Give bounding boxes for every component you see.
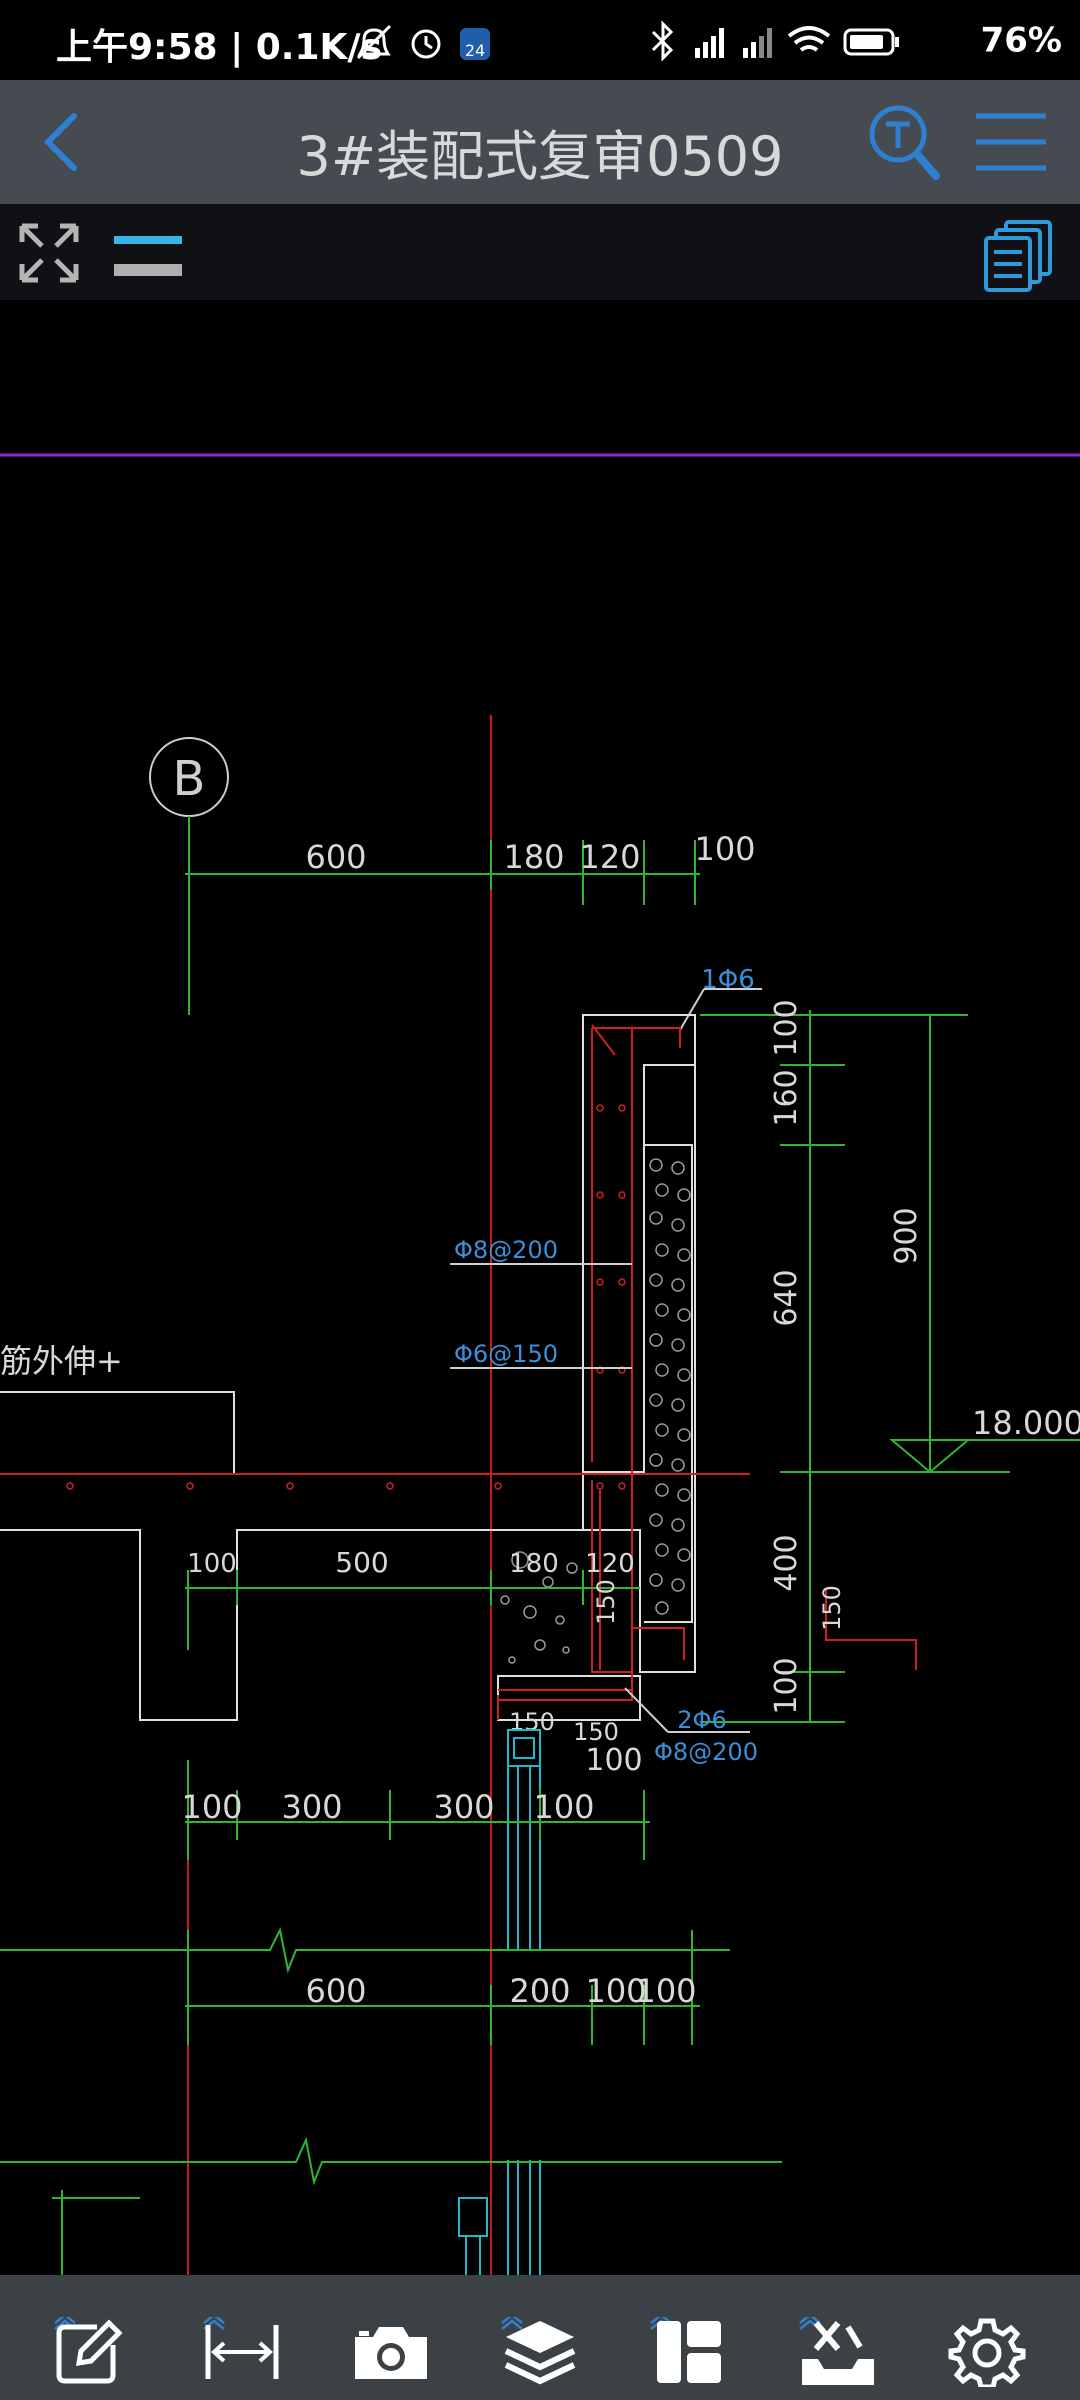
battery-percent: 76%	[980, 20, 1062, 61]
back-arrow-icon	[43, 113, 77, 171]
wifi-icon	[787, 26, 831, 52]
status-notification-icons: 24	[356, 24, 490, 60]
cad-drawing-canvas[interactable]: B 600 180 120 100 1Φ6	[0, 300, 1080, 2275]
dim-right-160: 160	[769, 1069, 804, 1126]
measure-button[interactable]	[167, 2275, 317, 2400]
note-text: 筋外伸+	[0, 1342, 123, 1380]
settings-button[interactable]	[912, 2275, 1062, 2400]
annotate-icon	[56, 2319, 123, 2384]
expand-arrows-icon	[19, 223, 79, 283]
layout-list-button[interactable]	[984, 218, 1054, 292]
mid-dimension-lines	[185, 1570, 640, 1650]
status-system-icons	[651, 20, 899, 62]
dim-small-100: 100	[585, 1743, 642, 1778]
dim-small-150-vert: 150	[818, 1585, 846, 1631]
level-marker	[889, 1439, 1080, 1474]
alarm-icon	[411, 29, 441, 59]
toolbar	[0, 204, 1080, 300]
text-search-icon	[869, 105, 940, 180]
status-right: 76%	[649, 20, 1062, 64]
page-title: 3#装配式复审0509	[296, 125, 784, 188]
dim-top-120: 120	[579, 838, 640, 876]
lower-lines	[52, 2190, 140, 2275]
dim-top-180: 180	[503, 838, 564, 876]
leader-line	[624, 1687, 669, 1733]
line-weight-toggle[interactable]	[110, 224, 186, 284]
insulation-hatch	[649, 1158, 691, 1615]
rebar-label-1phi6: 1Φ6	[701, 965, 755, 995]
dim-mid-120: 120	[585, 1549, 635, 1579]
layers-icon	[504, 2321, 576, 2385]
status-time-speed: 上午9:58 | 0.1K/s	[56, 27, 383, 68]
dim-mid-500: 500	[335, 1546, 388, 1579]
right-dimension-lines	[700, 1010, 1010, 1723]
status-bar: 上午9:58 | 0.1K/s 24	[0, 0, 1080, 80]
chevron-up-icon	[501, 2317, 523, 2330]
rebar-lines	[0, 1024, 917, 1720]
document-list-icon	[984, 220, 1052, 292]
top-dimension-lines	[185, 840, 700, 905]
hamburger-menu-icon	[976, 113, 1046, 171]
dim-row3-200: 200	[509, 1972, 570, 2010]
fit-screen-button[interactable]	[14, 218, 84, 288]
dim-row2-100a: 100	[181, 1788, 242, 1826]
dim-right-900: 900	[889, 1207, 924, 1264]
leader-line	[679, 988, 705, 1031]
camera-icon	[355, 2327, 427, 2379]
layout-button[interactable]	[614, 2275, 764, 2400]
layers-button[interactable]	[465, 2275, 615, 2400]
dim-mid-150: 150	[592, 1579, 620, 1625]
dim-right-400: 400	[769, 1534, 804, 1591]
dim-mid-180: 180	[509, 1549, 559, 1579]
calendar-icon: 24	[460, 28, 490, 60]
dim-row2-300b: 300	[433, 1788, 494, 1826]
measure-icon	[205, 2325, 279, 2379]
precast-column	[458, 1729, 541, 2275]
dim-top-100: 100	[694, 830, 755, 868]
wall-outline	[0, 1014, 696, 1721]
toolbox-icon	[802, 2321, 874, 2385]
rebar-label-2phi6: 2Φ6	[677, 1706, 726, 1734]
break-line	[0, 1926, 730, 1974]
back-button[interactable]	[28, 102, 108, 182]
bottom-toolbar	[0, 2275, 1080, 2400]
dim-small-150a: 150	[509, 1708, 555, 1736]
dim-row2-100b: 100	[533, 1788, 594, 1826]
break-line-2	[0, 2136, 782, 2186]
dim-top-600: 600	[305, 838, 366, 876]
menu-button[interactable]	[972, 102, 1050, 182]
dim-row3-100b: 100	[635, 1972, 696, 2010]
line-bar-active	[114, 236, 182, 244]
signal-icon-1	[694, 28, 724, 58]
rebar-label-phi6-150: Φ6@150	[454, 1340, 558, 1368]
dim-right-100: 100	[769, 999, 804, 1056]
axis-label: B	[173, 751, 206, 807]
rebar-label-phi8-200b: Φ8@200	[654, 1738, 758, 1766]
dim-row3-600: 600	[305, 1972, 366, 2010]
mute-bell-icon	[356, 24, 392, 60]
signal-icon-2	[742, 28, 772, 58]
dim-mid-100: 100	[187, 1549, 237, 1579]
dim-row3-100a: 100	[585, 1972, 646, 2010]
rebar-dots	[66, 1104, 626, 1490]
search-text-button[interactable]	[864, 98, 944, 188]
toolbox-button[interactable]	[763, 2275, 913, 2400]
settings-icon	[948, 2318, 1026, 2387]
level-label: 18.000	[972, 1404, 1080, 1442]
battery-icon	[843, 28, 899, 56]
title-bar: 3#装配式复审0509	[0, 80, 1080, 204]
rebar-label-phi8-200: Φ8@200	[454, 1236, 558, 1264]
bluetooth-icon	[651, 20, 673, 62]
row2-dimension-lines	[185, 1760, 650, 1860]
dim-right-100b: 100	[769, 1657, 804, 1714]
camera-button[interactable]	[316, 2275, 466, 2400]
dim-row2-300a: 300	[281, 1788, 342, 1826]
annotate-button[interactable]	[18, 2275, 168, 2400]
dim-right-640: 640	[769, 1269, 804, 1326]
line-bar-inactive	[114, 264, 182, 276]
calendar-day: 24	[465, 41, 485, 60]
layout-icon	[657, 2321, 721, 2383]
row3-dimension-lines	[185, 1930, 700, 2045]
dim-small-150b: 150	[573, 1718, 619, 1746]
